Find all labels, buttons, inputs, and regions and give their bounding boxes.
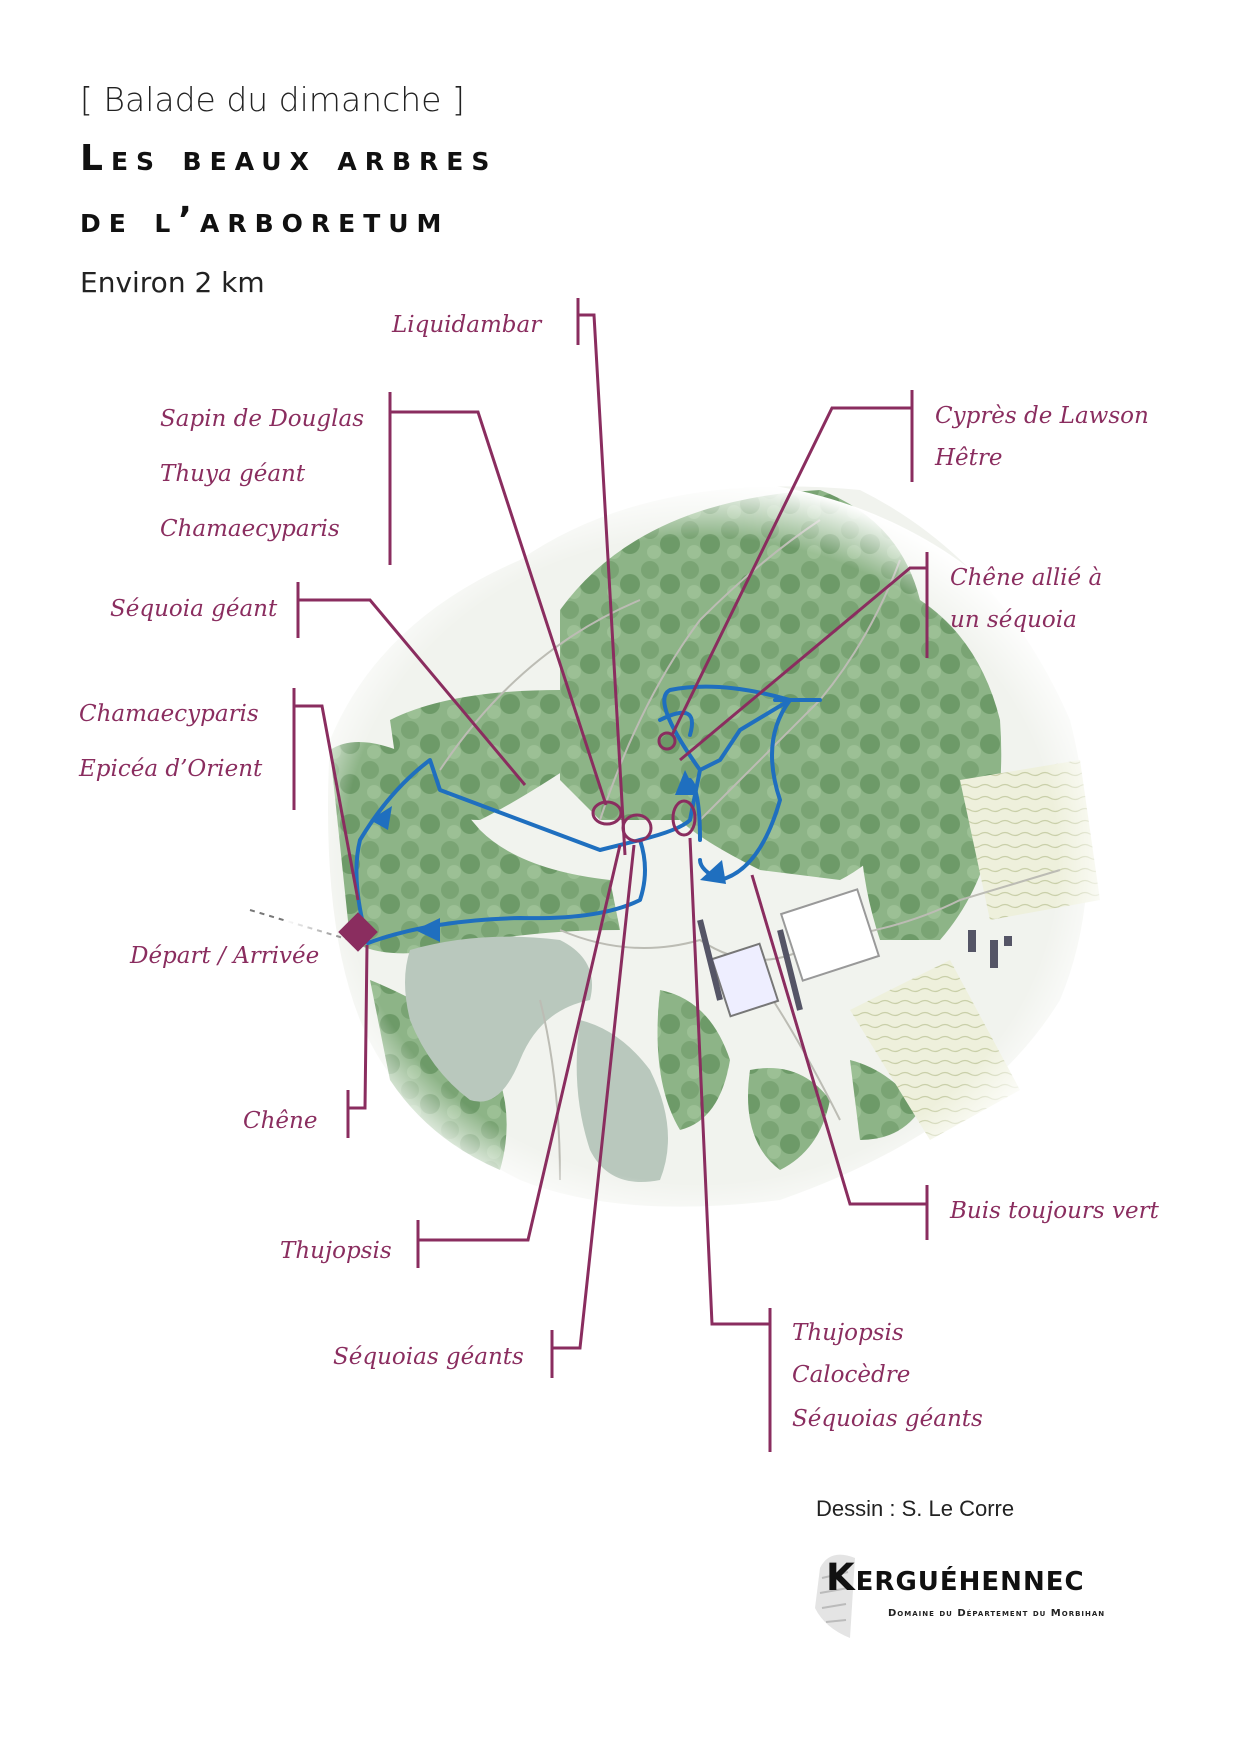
label-buis: Buis toujours vert (950, 1198, 1159, 1224)
label-epicea: Epicéa d’Orient (79, 756, 263, 782)
logo-name: Kerguéhennec (826, 1556, 1085, 1599)
kerguehennec-logo: Kerguéhennec Domaine du Département du M… (810, 1548, 1140, 1648)
label-douglas: Sapin de Douglas (160, 406, 365, 432)
tree-markers (591, 731, 697, 843)
label-thujopsis-1: Thujopsis (280, 1238, 392, 1264)
logo-subtitle: Domaine du Département du Morbihan (888, 1608, 1106, 1619)
label-chamaecyparis-2: Chamaecyparis (79, 701, 259, 727)
label-calocedre: Calocèdre (792, 1362, 911, 1388)
route-arrows (370, 770, 726, 942)
title-line-1: Les beaux arbres (80, 138, 498, 179)
distance: Environ 2 km (80, 266, 265, 299)
label-chene-allie-2: un séquoia (950, 607, 1077, 633)
label-hetre: Hêtre (935, 445, 1003, 471)
label-thujopsis-2: Thujopsis (792, 1320, 904, 1346)
map-base (249, 480, 1120, 1240)
label-thuya: Thuya géant (160, 461, 306, 487)
label-liquidambar: Liquidambar (392, 312, 542, 338)
start-finish-marker (338, 912, 378, 952)
label-chamaecyparis-1: Chamaecyparis (160, 516, 340, 542)
leader-lines (292, 298, 929, 1452)
title-line-2: de l’arboretum (80, 200, 450, 241)
logo-mark-icon (815, 1554, 855, 1638)
label-sequoias-geants-2: Séquoias géants (792, 1406, 983, 1432)
label-sequoias-geants-1: Séquoias géants (333, 1344, 524, 1370)
drawing-credit: Dessin : S. Le Corre (816, 1496, 1015, 1521)
label-sequoia-geant: Séquoia géant (110, 596, 278, 622)
label-chene: Chêne (243, 1108, 318, 1134)
label-depart-arrivee: Départ / Arrivée (130, 943, 320, 969)
label-cypres-lawson: Cyprès de Lawson (935, 403, 1149, 429)
label-chene-allie-1: Chêne allié à (950, 565, 1103, 591)
walk-kicker: [ Balade du dimanche ] (80, 80, 465, 119)
